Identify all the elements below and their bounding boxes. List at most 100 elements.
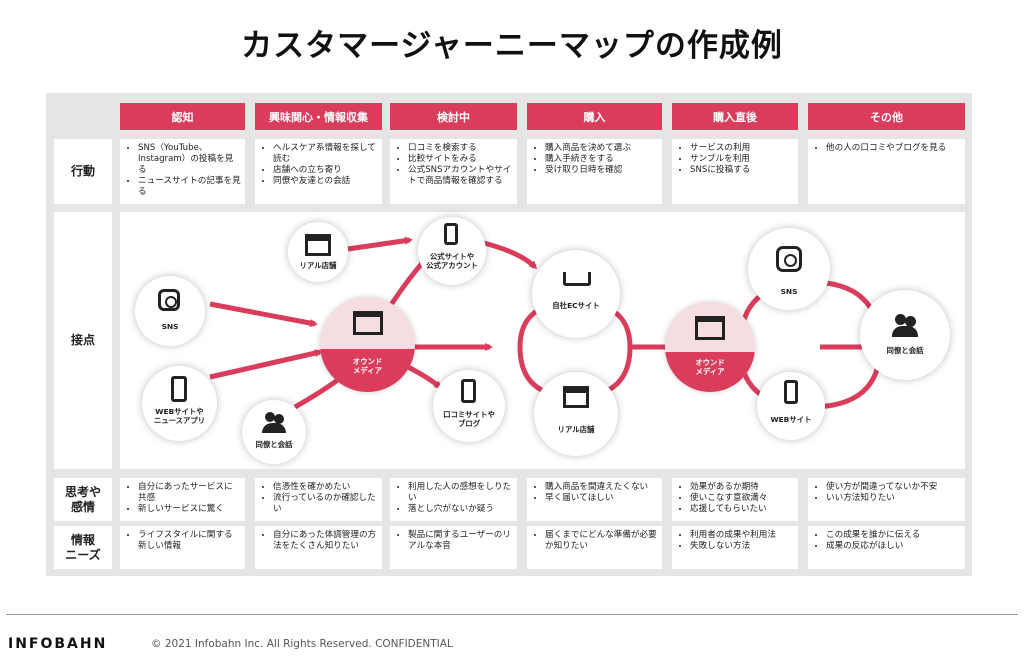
- row-label-needs: 情報 ニーズ: [54, 526, 112, 569]
- cell-bullet: サンプルを利用: [690, 154, 794, 165]
- cell-action-3: 購入商品を決めて選ぶ購入手続きをする受け取り日時を確認: [527, 139, 662, 204]
- cell-bullet: SNSに投稿する: [690, 165, 794, 176]
- cell-bullet: 届くまでにどんな準備が必要か知りたい: [545, 530, 658, 552]
- node-official: 公式サイトや 公式アカウント: [418, 217, 486, 285]
- node-colleague-left: 同僚と会話: [242, 400, 306, 464]
- store-icon: [305, 234, 331, 256]
- cell-needs-2: 製品に関するユーザーのリアルな本音: [390, 526, 517, 569]
- footer-divider: [6, 614, 1018, 615]
- cell-bullet: 効果があるか期待: [690, 482, 794, 493]
- cell-bullet: 利用した人の感想をしりたい: [408, 482, 513, 504]
- touchpoint-area: SNS WEBサイトや ニュースアプリ 同僚と会話 リアル店舗 オウンド メディ…: [120, 212, 965, 469]
- arrow-official-to-ec: [479, 239, 538, 270]
- cell-bullet: 購入商品を決めて選ぶ: [545, 143, 658, 154]
- cell-thoughts-5: 使い方が間違ってないか不安いい方法知りたい: [808, 478, 965, 521]
- node-sns-right: SNS: [748, 228, 830, 310]
- row-label-action: 行動: [54, 139, 112, 204]
- node-sns-left: SNS: [135, 276, 205, 346]
- node-label-colleague-right: 同僚と会話: [886, 346, 924, 355]
- cell-bullet: 比較サイトをみる: [408, 154, 513, 165]
- cell-action-2: 口コミを検索する比較サイトをみる公式SNSアカウントやサイトで商品情報を確認する: [390, 139, 517, 204]
- stage-header-2: 検討中: [390, 103, 517, 130]
- cell-bullet: 自分にあったサービスに共感: [138, 482, 241, 504]
- cell-bullet: 店舗への立ち寄り: [273, 165, 378, 176]
- stage-header-1: 興味関心・情報収集: [255, 103, 382, 130]
- node-label-sns-left: SNS: [161, 322, 179, 331]
- cell-bullet: 成果の反応がほしい: [826, 541, 961, 552]
- stage-header-0: 認知: [120, 103, 245, 130]
- cell-bullet: ヘルスケア系情報を探して読む: [273, 143, 378, 165]
- stage-header-5: その他: [808, 103, 965, 130]
- smartphone-icon: [171, 376, 187, 402]
- node-label-owned-media-2: オウンド メディア: [695, 358, 725, 376]
- cell-action-1: ヘルスケア系情報を探して読む店舗への立ち寄り同僚や友達との会話: [255, 139, 382, 204]
- cell-bullet: 新しいサービスに驚く: [138, 504, 241, 515]
- arrow-sns-to-media: [209, 301, 318, 327]
- shopping-cart-icon: [563, 272, 591, 286]
- node-label-ec: 自社ECサイト: [552, 301, 600, 310]
- row-label-thoughts: 思考や 感情: [54, 478, 112, 521]
- cell-bullet: SNS（YouTube、Instagram）の投稿を見る: [138, 143, 241, 176]
- cell-bullet: サービスの利用: [690, 143, 794, 154]
- cell-bullet: この成果を誰かに伝える: [826, 530, 961, 541]
- node-label-colleague-left: 同僚と会話: [255, 440, 293, 449]
- node-label-sns-right: SNS: [780, 287, 798, 296]
- cell-bullet: 製品に関するユーザーのリアルな本音: [408, 530, 513, 552]
- cell-bullet: 落とし穴がないか疑う: [408, 504, 513, 515]
- stage-header-4: 購入直後: [672, 103, 798, 130]
- cell-action-4: サービスの利用サンプルを利用SNSに投稿する: [672, 139, 798, 204]
- store-icon: [563, 386, 589, 408]
- cell-bullet: 早く届いてほしい: [545, 493, 658, 504]
- node-label-web-left: WEBサイトや ニュースアプリ: [153, 407, 206, 425]
- copyright-text: © 2021 Infobahn Inc. All Rights Reserved…: [151, 638, 453, 650]
- instagram-icon: [158, 289, 180, 311]
- cell-bullet: ニュースサイトの記事を見る: [138, 176, 241, 198]
- brand-logo-text: INFOBAHN: [8, 636, 108, 652]
- cell-bullet: 口コミを検索する: [408, 143, 513, 154]
- cell-needs-1: 自分にあった体調管理の方法をたくさん知りたい: [255, 526, 382, 569]
- cell-needs-5: この成果を誰かに伝える成果の反応がほしい: [808, 526, 965, 569]
- node-review: 口コミサイトや ブログ: [433, 370, 505, 442]
- cell-bullet: 受け取り日時を確認: [545, 165, 658, 176]
- cell-needs-0: ライフスタイルに関する新しい情報: [120, 526, 245, 569]
- node-web-left: WEBサイトや ニュースアプリ: [142, 366, 217, 441]
- browser-window-icon: [695, 316, 725, 340]
- cell-bullet: 失敗しない方法: [690, 541, 794, 552]
- cell-bullet: 応援してもらいたい: [690, 504, 794, 515]
- arrow-web-to-media: [209, 349, 323, 380]
- cell-thoughts-2: 利用した人の感想をしりたい落とし穴がないか疑う: [390, 478, 517, 521]
- cell-bullet: 公式SNSアカウントやサイトで商品情報を確認する: [408, 165, 513, 187]
- node-colleague-right: 同僚と会話: [860, 290, 950, 380]
- smartphone-icon: [784, 380, 798, 404]
- node-ec: 自社ECサイト: [532, 250, 620, 338]
- cell-bullet: 流行っているのか確認したい: [273, 493, 378, 515]
- node-real-store-top: リアル店舗: [288, 222, 348, 282]
- cell-thoughts-3: 購入商品を間違えたくない早く届いてほしい: [527, 478, 662, 521]
- cell-thoughts-4: 効果があるか期待使いこなす意欲満々応援してもらいたい: [672, 478, 798, 521]
- cell-bullet: 購入手続きをする: [545, 154, 658, 165]
- cell-bullet: 自分にあった体調管理の方法をたくさん知りたい: [273, 530, 378, 552]
- node-label-web-right: WEBサイト: [770, 415, 812, 424]
- cell-bullet: 購入商品を間違えたくない: [545, 482, 658, 493]
- node-label-owned-media-1: オウンド メディア: [352, 357, 383, 375]
- smartphone-icon: [461, 379, 476, 403]
- node-label-real-store-top: リアル店舗: [299, 261, 337, 270]
- people-icon: [262, 412, 286, 434]
- page-title: カスタマージャーニーマップの作成例: [241, 28, 783, 64]
- browser-window-icon: [353, 311, 383, 335]
- cell-action-0: SNS（YouTube、Instagram）の投稿を見るニュースサイトの記事を見…: [120, 139, 245, 204]
- node-label-official: 公式サイトや 公式アカウント: [426, 252, 478, 270]
- cell-bullet: いい方法知りたい: [826, 493, 961, 504]
- arrow-store-to-official: [347, 236, 413, 252]
- cell-bullet: 他の人の口コミやブログを見る: [826, 143, 961, 154]
- cell-bullet: ライフスタイルに関する新しい情報: [138, 530, 241, 552]
- node-label-real-store-bottom: リアル店舗: [557, 425, 595, 434]
- cell-needs-4: 利用者の成果や利用法失敗しない方法: [672, 526, 798, 569]
- node-real-store-bottom: リアル店舗: [534, 372, 618, 456]
- cell-thoughts-1: 信憑性を確かめたい流行っているのか確認したい: [255, 478, 382, 521]
- cell-thoughts-0: 自分にあったサービスに共感新しいサービスに驚く: [120, 478, 245, 521]
- cell-bullet: 利用者の成果や利用法: [690, 530, 794, 541]
- cell-bullet: 使い方が間違ってないか不安: [826, 482, 961, 493]
- node-web-right: WEBサイト: [757, 372, 825, 440]
- instagram-icon: [776, 246, 802, 272]
